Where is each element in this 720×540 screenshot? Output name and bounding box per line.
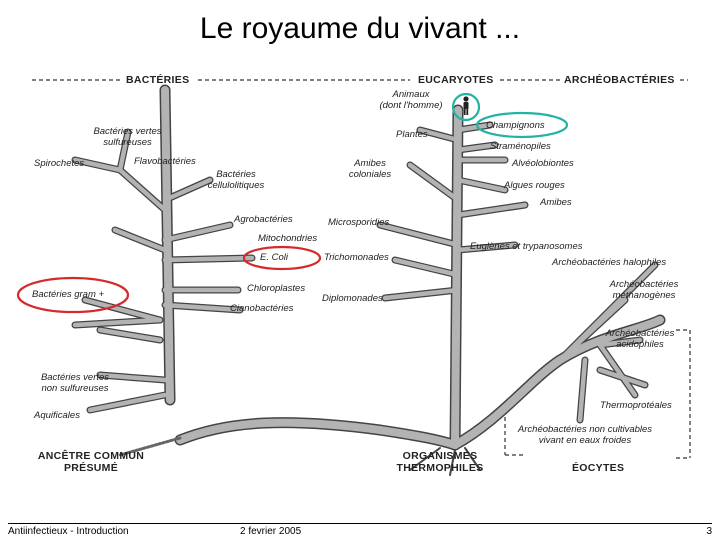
header-thermophiles: ORGANISMES THERMOPHILES [396,450,484,474]
label-trichomonades: Trichomonades [324,252,389,263]
slide-title: Le royaume du vivant ... [199,12,521,45]
label-aquificales: Aquificales [34,410,80,421]
footer-divider [8,523,712,524]
label-plantes: Plantes [396,129,428,140]
header-ancetre-commun: ANCÊTRE COMMUN PRÉSUMÉ [37,450,145,474]
label-chloroplastes: Chloroplastes [247,283,306,294]
label-e-coli: E. Coli [260,252,288,263]
tree-branches [71,84,666,476]
header-eucaryotes: EUCARYOTES [418,74,494,86]
footer-course-title: Antiinfectieux - Introduction [8,526,129,537]
label-agrobacteries: Agrobactéries [234,214,293,225]
label-flavobacteries: Flavobactéries [134,156,196,167]
highlight-bacteries-gram [16,276,130,314]
label-archeo-non-cultivables: Archéobactéries non cultivables vivant e… [517,424,653,446]
label-archeo-methanogenes: Archéobactéries méthanogènes [609,279,679,301]
label-euglenes: Euglènes et trypanosomes [470,241,583,252]
label-algues-rouges: Algues rouges [504,180,565,191]
highlight-champignons [475,111,569,139]
header-bacteries: BACTÉRIES [126,74,190,86]
label-diplomonades: Diplomonades [322,293,383,304]
label-archeo-acidophiles: Archéobactéries acidophiles [605,328,675,350]
label-champignons: Champignons [486,120,545,131]
header-rule [32,79,691,459]
footer-date: 2 fevrier 2005 [240,526,302,537]
label-thermoproteales: Thermoprotéales [600,400,672,411]
label-spirochetes: Spirochetes [34,158,85,169]
label-microsporidies: Microsporidies [328,217,390,228]
highlight-e-coli [242,245,322,271]
footer-page-number: 3 [706,526,712,537]
highlight-animaux [451,92,481,122]
human-icon [463,96,469,115]
header-archeobacteries: ARCHÉOBACTÉRIES [564,74,675,86]
label-bacteries-cellulolitiques: Bactéries cellulolitiques [207,169,265,191]
label-amibes: Amibes [540,197,572,208]
label-mitochondries: Mitochondries [258,233,318,244]
label-archeo-halophiles: Archéobactéries halophiles [552,257,667,268]
label-alveolobiontes: Alvéolobiontes [512,158,574,169]
label-animaux: Animaux (dont l'homme) [379,89,443,111]
label-bacteries-vertes-sulfureuses: Bactéries vertes sulfureuses [93,126,162,148]
header-eocytes: ÉOCYTES [572,462,625,474]
label-bacteries-vertes-non-sulfureuses: Bactéries vertes non sulfureuses [40,372,110,394]
label-amibes-coloniales: Amibes coloniales [348,158,392,180]
label-stramenopiles: Straménopiles [490,141,551,152]
label-bacteries-gram: Bactéries gram + [32,289,105,300]
label-cianobacteries: Cianobactéries [230,303,294,314]
